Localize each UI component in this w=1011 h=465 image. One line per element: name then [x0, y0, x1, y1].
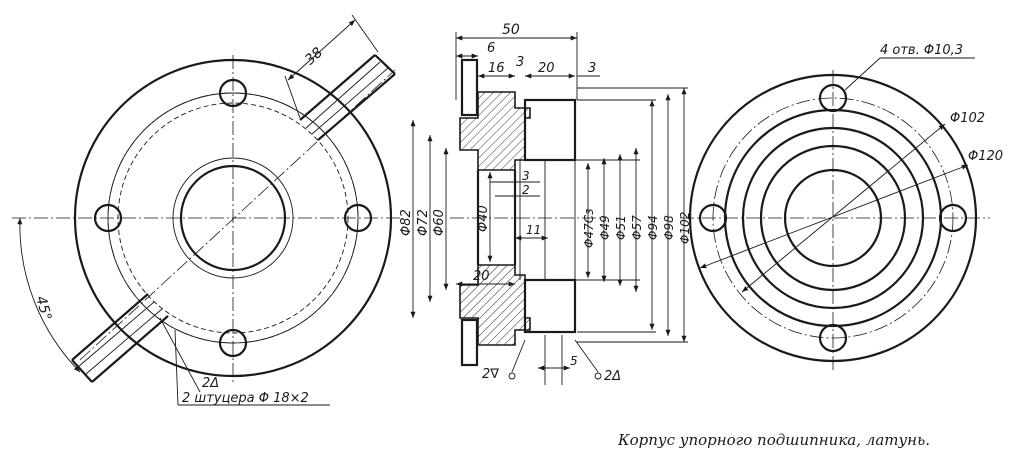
- dim-20-bottom: 20: [473, 269, 490, 284]
- right-view: 4 отв. Φ10,3 Φ102 Φ120: [680, 43, 1003, 370]
- dim-3-left: 3: [516, 55, 524, 70]
- section-view: 50 6 16 3 20 3 Φ82 Φ72 Φ60 Φ40 3 2 11 20: [399, 22, 692, 385]
- left-view: 38 45° 2Δ 2 штуцера Φ 18×2: [12, 14, 400, 406]
- diam-102-right: Φ102: [950, 111, 985, 126]
- diam-57: Φ57: [630, 215, 644, 240]
- diam-94: Φ94: [646, 215, 660, 240]
- diam-40: Φ40: [476, 205, 491, 232]
- roughness-left: 2Δ: [202, 376, 219, 391]
- pipe-lower: [71, 293, 169, 383]
- diam-49: Φ49: [598, 215, 612, 240]
- dim-3-small: 3: [522, 169, 530, 183]
- dim-pipe-length: 38: [302, 44, 326, 68]
- dim-16: 16: [488, 61, 505, 76]
- ring-groove-top: [523, 98, 577, 162]
- fitting-note: 2 штуцера Φ 18×2: [182, 391, 309, 406]
- holes-note: 4 отв. Φ10,3: [880, 43, 963, 58]
- diam-98: Φ98: [662, 215, 676, 240]
- diam-51: Φ51: [614, 215, 628, 240]
- dim-20-top: 20: [538, 61, 555, 76]
- diam-120-right: Φ120: [968, 149, 1003, 164]
- section-wall-bottom: [459, 264, 531, 346]
- section-wall-top: [459, 91, 531, 171]
- diam-72: Φ72: [416, 209, 431, 236]
- pipe-upper: [299, 54, 396, 141]
- lug-top: [460, 58, 479, 117]
- diam-47: Φ47Cз: [582, 209, 596, 248]
- seat-bore: [544, 159, 576, 281]
- dim-3-right: 3: [588, 61, 596, 76]
- diam-60: Φ60: [432, 209, 447, 236]
- right-diameter-lines: [548, 87, 688, 343]
- dim-5: 5: [570, 354, 578, 368]
- ring-groove-bottom: [523, 278, 577, 334]
- lug-bottom: [460, 318, 479, 367]
- drawing-caption: Корпус упорного подшипника, латунь.: [618, 431, 930, 449]
- dim-2-small: 2: [522, 183, 530, 197]
- roughness-2d-section: 2Δ: [604, 369, 621, 384]
- diam-82: Φ82: [399, 209, 414, 236]
- dim-6: 6: [487, 41, 495, 56]
- angle-label: 45°: [32, 294, 54, 322]
- dim-11: 11: [526, 223, 541, 237]
- roughness-2v: 2∇: [482, 367, 499, 382]
- diam-102-section: Φ102: [678, 212, 692, 244]
- dim-50: 50: [502, 22, 520, 38]
